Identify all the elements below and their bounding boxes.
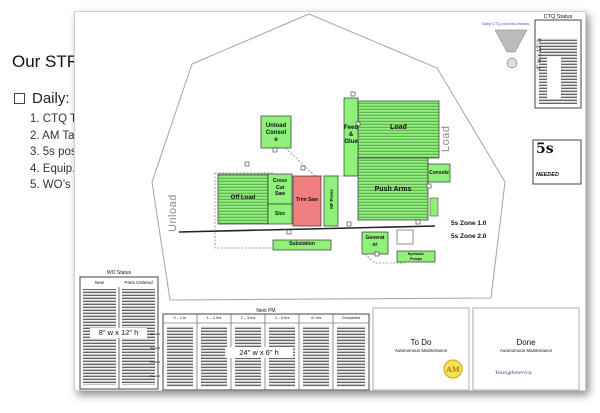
todo-title: To Do xyxy=(410,338,432,347)
substation-machine xyxy=(272,239,332,251)
todo-subtitle: Autonomous Maintenance xyxy=(394,348,448,353)
ctq-checks-label: Daily CTQ process checks xyxy=(482,21,530,26)
done-box xyxy=(472,307,580,391)
pm-col-3: 3 – 4 hrs xyxy=(274,316,290,320)
pm-col-4: 4+ hrs xyxy=(310,316,322,320)
wo-parts-ordered-label: Parts Ordered xyxy=(124,280,153,285)
push-arms-label: Push Arms xyxy=(374,186,412,193)
ctq-status-label: CTQ Status xyxy=(543,14,573,20)
five-s-box xyxy=(532,139,582,185)
hf-press-label: HF Press xyxy=(329,189,334,209)
five-s-needed-label: NEEDED xyxy=(536,172,559,178)
substation-label: Substation xyxy=(289,241,315,247)
outline-square xyxy=(396,229,414,245)
pm-row-2: Week 3 xyxy=(150,360,161,364)
pm-col-5: Completed xyxy=(341,316,361,320)
console-machine xyxy=(427,163,451,183)
hydraulic-pumps-machine xyxy=(396,250,436,263)
pm-row-3: Week 4 xyxy=(150,374,161,378)
ctq-funnel xyxy=(494,29,528,53)
ctq-size-bg xyxy=(547,57,561,99)
pm-slots-6 xyxy=(337,326,365,387)
trim-saw-label: Trim Saw xyxy=(296,197,318,203)
load-ghost-label: Load xyxy=(440,125,452,152)
off-load-machine xyxy=(217,173,269,225)
wo-new-label: New xyxy=(94,280,104,285)
right-cabinet xyxy=(429,197,439,217)
pm-col-0: 0 – 1 hr xyxy=(173,316,187,320)
feed-glue-label: Feed & Glue xyxy=(344,125,359,145)
load-label: Load xyxy=(390,124,407,131)
console-label: Console xyxy=(429,170,449,176)
done-subtitle: Autonomous Maintenance xyxy=(499,348,553,353)
unload-console-label: Unload Consol e xyxy=(265,123,287,143)
pm-slots-2 xyxy=(201,326,227,387)
checkbox-icon xyxy=(14,93,25,104)
pm-size-bg xyxy=(225,347,293,358)
size-label: Size xyxy=(274,211,285,217)
strands-board: CTQ Status Daily CTQ process checks 4" w… xyxy=(74,11,586,391)
next-pm-label: Next PM xyxy=(256,308,276,314)
ctq-dot xyxy=(506,57,518,69)
feed-glue-machine xyxy=(343,97,359,177)
push-arms-machine xyxy=(357,157,429,221)
done-title: Done xyxy=(516,338,536,347)
pm-slots-5 xyxy=(303,326,329,387)
outline-heptagon xyxy=(151,13,506,301)
pm-row-0: Week 1 xyxy=(150,332,161,336)
generator-label: Generat or xyxy=(365,235,385,248)
board-drawing xyxy=(79,13,582,391)
cross-cut-saw-label: Cross Cut Saw xyxy=(272,178,288,197)
size-machine xyxy=(267,203,293,225)
unload-console-machine xyxy=(260,115,292,149)
wo-status-label: WO Status xyxy=(106,270,132,276)
zone1-label: 5s Zone 1.0 xyxy=(451,220,487,227)
daily-label: Daily: xyxy=(32,90,70,107)
pm-col-2: 2 – 3 hrs xyxy=(240,316,256,320)
hf-press-machine xyxy=(323,175,339,227)
wo-size-bg xyxy=(90,328,147,338)
five-s-label: 5s xyxy=(536,141,554,157)
ctq-size-label: 4" w x 12" h xyxy=(537,38,543,70)
floor-line xyxy=(178,225,436,233)
wo-size-label: 8" w x 12" h xyxy=(98,328,139,337)
load-machine xyxy=(357,100,440,159)
unload-ghost-label: Unload xyxy=(167,194,179,232)
hydraulic-pumps-label: Hydraulic Pumps xyxy=(407,252,425,261)
young-america-logo: YoungAmerica xyxy=(495,370,532,376)
pm-col-1: 1 – 2 hrs xyxy=(206,316,222,320)
markers xyxy=(244,91,432,257)
pm-size-label: 24" w x 6" h xyxy=(239,348,279,357)
am-badge-icon xyxy=(443,359,463,379)
off-load-label: Off Load xyxy=(230,195,256,201)
zone2-label: 5s Zone 2.0 xyxy=(451,233,487,240)
am-badge-label: AM xyxy=(446,365,460,374)
trim-saw-machine xyxy=(292,175,322,227)
pm-slots-1 xyxy=(167,326,193,387)
daily-heading: Daily: xyxy=(14,90,70,107)
pm-row-1: Week 2 xyxy=(150,346,161,350)
